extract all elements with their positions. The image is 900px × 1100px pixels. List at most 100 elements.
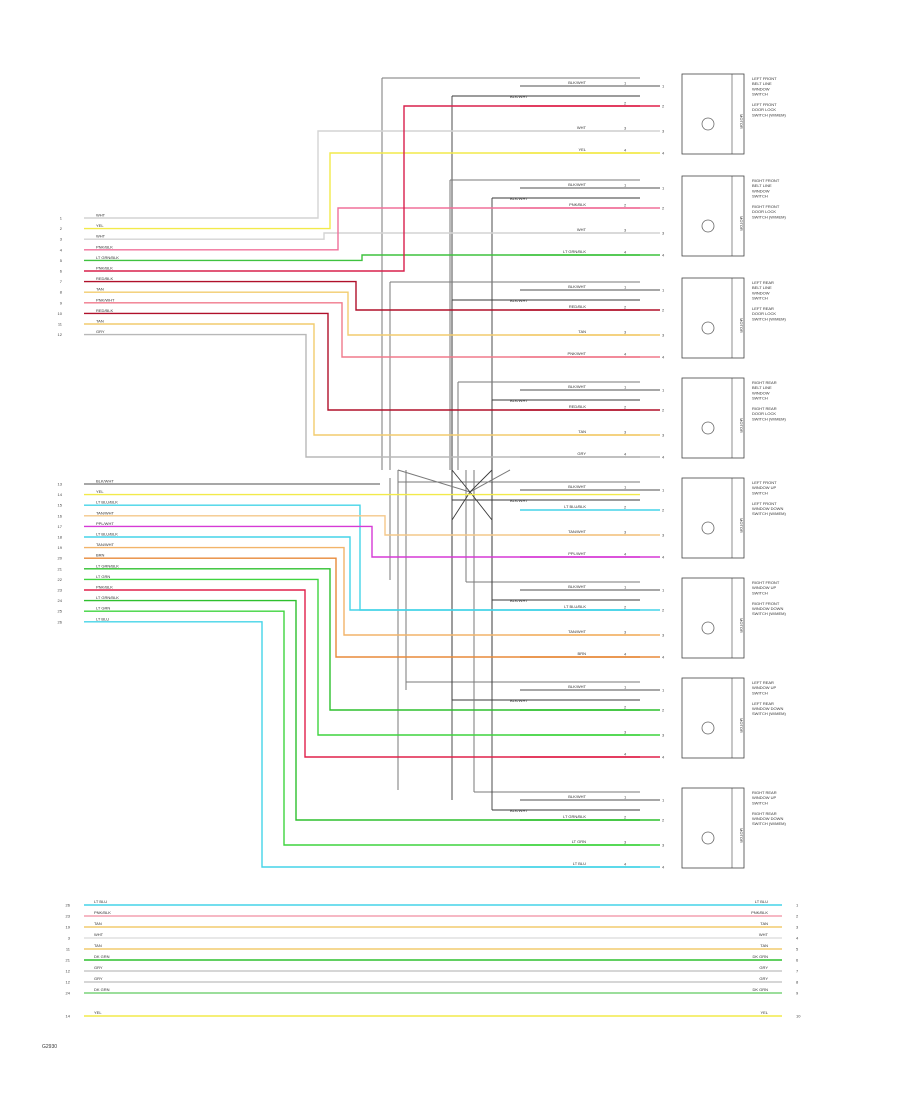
pin-number: 13 [58,482,63,487]
module-box [681,277,745,359]
module-wire-label: BLK/WHT [568,384,586,389]
pin-number: 10 [58,311,63,316]
wire-label: TAN [96,319,104,324]
module-wire-label: LT BLU/BLK [564,604,586,609]
module-description: LEFT REAR [752,280,774,285]
module-pin: 1 [624,81,627,86]
module-wire-label: LT BLU [573,861,586,866]
wire-label: LT GRN/BLK [96,595,119,600]
wire-label: GRY [96,329,105,334]
wire [84,610,640,846]
module-terminal: 3 [662,129,665,134]
module-description: BELT LINE [752,183,772,188]
wire [84,312,640,411]
module-pin: 1 [624,385,627,390]
harness-right-label: TAN [760,921,768,926]
pin-number: 15 [58,503,63,508]
wire [84,546,640,636]
harness-right-pin: 4 [796,936,799,941]
wire-label: BLK/WHT [96,479,114,484]
pin-number: 9 [60,300,63,305]
module-description: SWITCH (W/MEM) [752,112,786,117]
module-box [681,73,745,155]
harness-right-pin: 8 [796,980,799,985]
module-wire-label: WHT [577,125,587,130]
wire [84,589,640,758]
wire-label: PPL/WHT [96,521,114,526]
wire-label: LT GRN/BLK [96,255,119,260]
harness-left-pin: 12 [66,980,71,985]
module-description: BELT LINE [752,285,772,290]
module-description: LEFT FRONT [752,102,777,107]
module-pin: 3 [624,530,627,535]
module-description: RIGHT FRONT [752,601,780,606]
pin-number: 12 [58,332,63,337]
wire-label: RED/BLK [96,308,113,313]
module-pin: 3 [624,126,627,131]
module-terminal: 1 [662,688,665,693]
module-wire-label: WHT [577,227,587,232]
module-pin: 1 [624,285,627,290]
harness-left-label: LT BLU [94,899,107,904]
module-description: WINDOW DOWN [752,706,783,711]
harness-right-pin: 9 [796,991,799,996]
module-tag: MOTOR [739,418,744,433]
module-terminal: 1 [662,288,665,293]
wire-label: LT GRN [96,606,110,611]
module-description: WINDOW DOWN [752,506,783,511]
module-description: LEFT REAR [752,680,774,685]
module-description: DOOR LOCK [752,411,776,416]
module-description: SWITCH (W/MEM) [752,416,786,421]
motor-icon [701,831,715,845]
module-description: SWITCH (W/MEM) [752,711,786,716]
module-wire-label: BLK/WHT [568,794,586,799]
module-terminal: 2 [662,708,665,713]
pin-number: 23 [58,588,63,593]
harness-right-label: PNK/BLK [751,910,768,915]
module-description: SWITCH [752,590,768,595]
module-pin: 4 [624,352,627,357]
harness-left-label: DK GRN [94,987,110,992]
wire [84,621,640,868]
module-pin: 1 [624,795,627,800]
harness-left-label: PNK/BLK [94,910,111,915]
wire [84,557,640,658]
wire-label: LT GRN [96,574,110,579]
harness-left-label: YEL [94,1010,102,1015]
harness-left-pin: 21 [66,958,71,963]
wire-label: LT BLU [96,616,109,621]
module-wire-label: BRN [578,651,587,656]
wire [84,525,640,558]
module-wire-label: BLK/WHT [568,80,586,85]
module-wire-label: YEL [578,147,586,152]
module-pin: 2 [624,305,627,310]
module-description: RIGHT FRONT [752,204,780,209]
module-pin: 4 [624,862,627,867]
module-wire-label: RED/BLK [569,304,586,309]
module-box [681,377,745,459]
module-terminal: 2 [662,508,665,513]
module-description: RIGHT REAR [752,811,777,816]
module-terminal: 4 [662,555,665,560]
module-terminal: 2 [662,206,665,211]
motor-icon [701,421,715,435]
module-description: SWITCH [752,396,768,401]
harness-right-pin: 1 [796,903,799,908]
ground-tag: BLK/WHT [510,196,528,201]
module-terminal: 1 [662,186,665,191]
module-box [681,677,745,759]
wire [84,599,640,821]
module-description: LEFT FRONT [752,76,777,81]
pin-number: 3 [60,237,63,242]
module-description: RIGHT FRONT [752,580,780,585]
